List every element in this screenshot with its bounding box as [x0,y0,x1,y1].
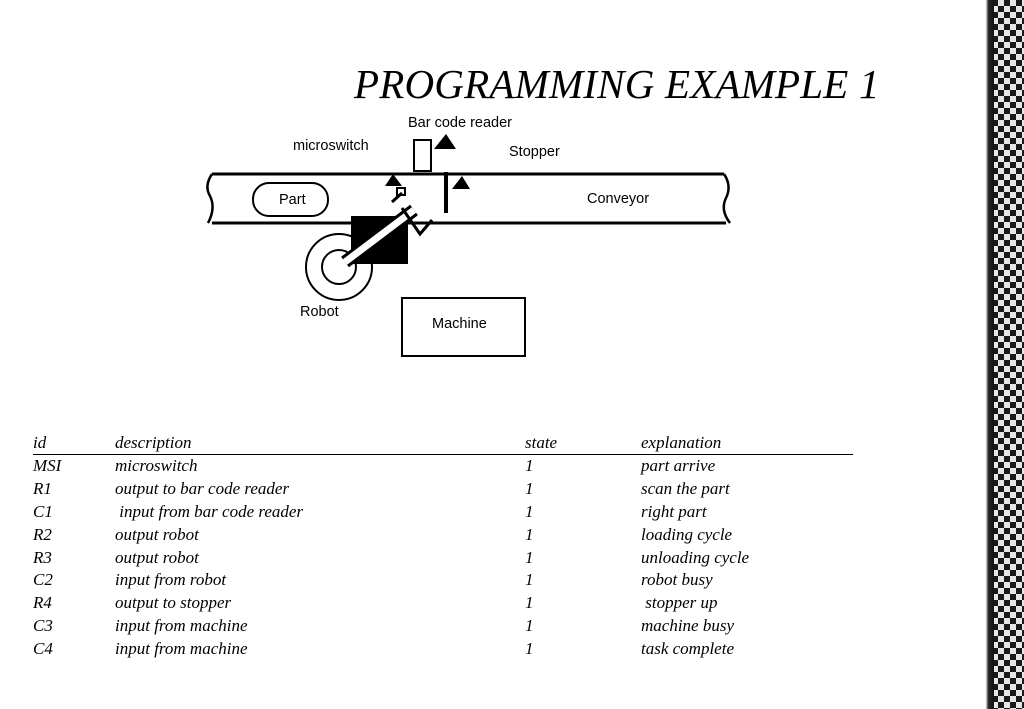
cell-state: 1 [525,501,534,521]
cell-id: C1 [33,501,53,521]
cell-explanation: stopper up [641,593,718,613]
slide-title: PROGRAMMING EXAMPLE 1 [354,61,880,107]
table-row: R3 output robot 1 unloading cycle [33,546,853,569]
part-shape [252,182,329,217]
header-explanation: explanation [641,432,853,455]
cell-description: microswitch [115,456,198,476]
machine-box [401,297,526,357]
cell-explanation: robot busy [641,570,713,590]
part-label: Part [279,192,306,208]
cell-explanation: task complete [641,638,734,658]
cell-explanation: machine busy [641,615,735,635]
table-header-row: id description state explanation [33,432,853,455]
cell-state: 1 [525,638,534,658]
microswitch [385,174,406,196]
conveyor-label: Conveyor [587,191,649,207]
cell-id: R3 [33,547,52,567]
cell-explanation: loading cycle [641,524,733,544]
table-row: R4 output to stopper 1 stopper up [33,592,853,615]
cell-explanation: part arrive [641,456,716,476]
table-row: MSI microswitch 1 part arrive [33,455,853,478]
cell-state: 1 [525,456,534,476]
signal-table: id description state explanation MSI mic… [33,432,853,660]
table-row: C2 input from robot 1 robot busy [33,569,853,592]
cell-description: input from machine [115,615,248,635]
cell-id: C3 [33,615,53,635]
robot-label: Robot [300,304,339,320]
table-row: C1 input from bar code reader 1 right pa… [33,501,853,524]
cell-id: C4 [33,638,53,658]
slide: PROGRAMMING EXAMPLE 1 Part Bar code read… [33,61,880,660]
cell-description: output robot [115,547,199,567]
cell-state: 1 [525,524,534,544]
conveyor-belt [206,172,732,225]
cell-description: input from bar code reader [115,501,304,521]
cell-id: R4 [33,593,52,613]
conveyor-diagram: Part Bar code reader microswitch Stopper… [206,115,732,357]
bar-code-reader-label: Bar code reader [408,115,512,131]
cell-description: input from machine [115,638,248,658]
header-id: id [33,432,115,455]
table-row: R1 output to bar code reader 1 scan the … [33,478,853,501]
table-row: R2 output robot 1 loading cycle [33,523,853,546]
cell-state: 1 [525,593,534,613]
cell-id: R2 [33,524,52,544]
cell-description: output to bar code reader [115,479,290,499]
header-description: description [115,432,525,455]
cell-state: 1 [525,570,534,590]
microswitch-label: microswitch [293,138,369,154]
stopper [444,172,470,213]
decorative-side-strip [980,0,1024,709]
cell-explanation: scan the part [641,479,730,499]
robot [305,191,434,301]
stopper-label: Stopper [509,144,560,160]
table-row: C3 input from machine 1 machine busy [33,615,853,638]
machine-label: Machine [432,316,487,332]
cell-explanation: right part [641,501,707,521]
cell-id: R1 [33,479,52,499]
table-row: C4 input from machine 1 task complete [33,637,853,660]
cell-explanation: unloading cycle [641,547,750,567]
cell-state: 1 [525,479,534,499]
cell-description: input from robot [115,570,227,590]
cell-state: 1 [525,615,534,635]
cell-state: 1 [525,547,534,567]
cell-description: output robot [115,524,199,544]
header-state: state [525,432,641,455]
cell-id: C2 [33,570,53,590]
cell-id: MSI [33,456,62,476]
bar-code-reader [413,134,456,172]
cell-description: output to stopper [115,593,232,613]
